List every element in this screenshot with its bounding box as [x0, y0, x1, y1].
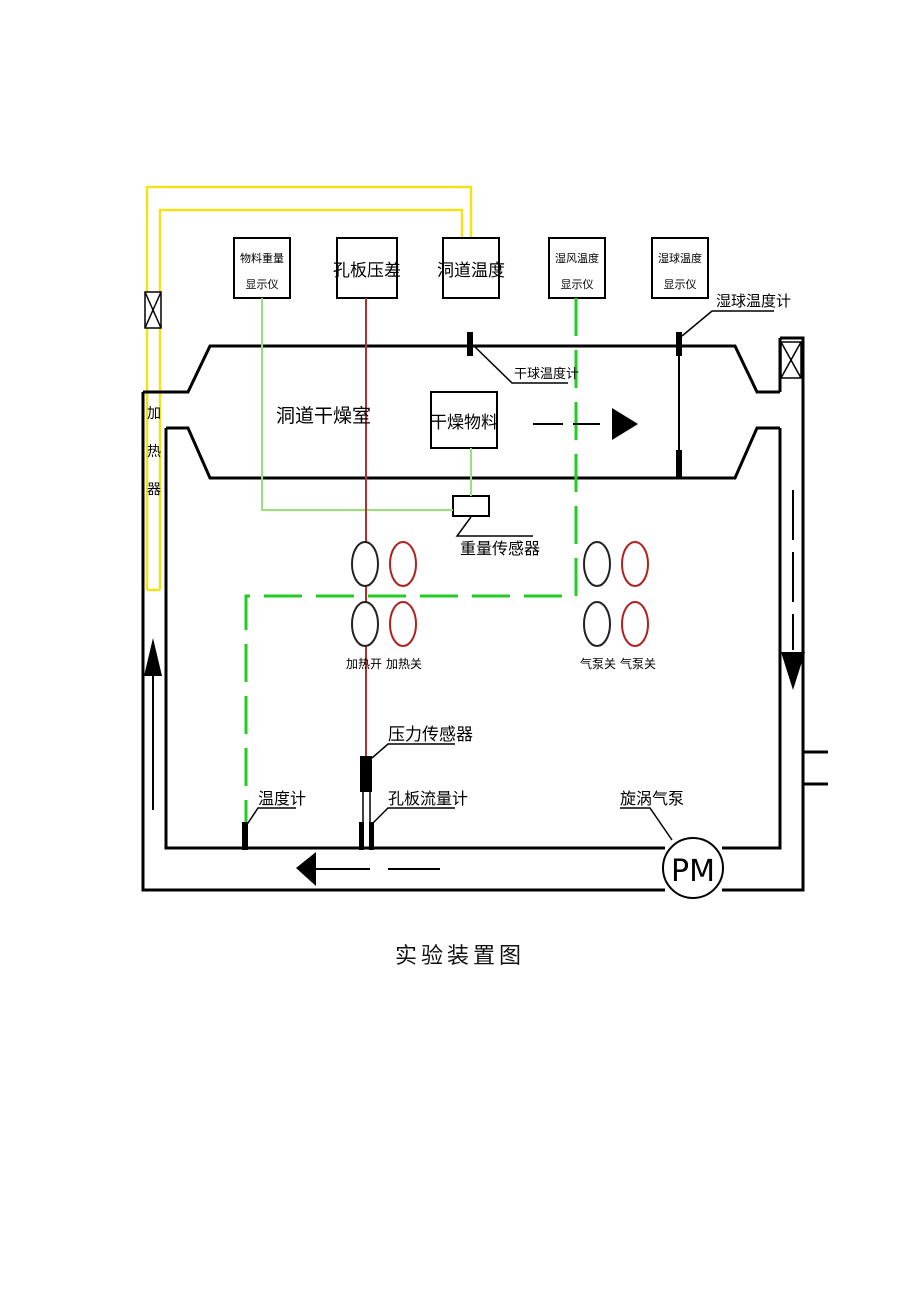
- thermometer-label: 温度计: [258, 789, 306, 808]
- wet-bulb-probe-bottom: [676, 450, 682, 478]
- figure-caption: 实验装置图: [394, 944, 525, 969]
- orifice-flowmeter-right: [369, 822, 374, 850]
- duct-temperature-label: 洞道温度: [437, 261, 505, 281]
- light-green-wire: [261, 298, 472, 511]
- heater-off-button-top[interactable]: [389, 541, 417, 587]
- vortex-pump-label: 旋涡气泵: [620, 789, 684, 808]
- weight-sensor-label: 重量传感器: [460, 539, 540, 558]
- orifice-flowmeter-left: [359, 822, 364, 850]
- wet-bulb-display-box: [651, 237, 709, 299]
- orifice-flowmeter-label: 孔板流量计: [388, 789, 468, 808]
- flow-arrow-right: [533, 408, 638, 440]
- pump-on-button-top[interactable]: [583, 541, 611, 587]
- valve-icon-right: [780, 341, 802, 379]
- wet-bulb-display-label-1: 湿球温度: [658, 251, 702, 265]
- heater-off-button[interactable]: [389, 601, 417, 647]
- drying-material-label: 干燥物料: [430, 413, 498, 433]
- dry-bulb-thermometer-label: 干球温度计: [514, 366, 579, 382]
- duct-temperature-box: [442, 237, 500, 299]
- yellow-wire: [145, 185, 473, 592]
- heater-on-button-top[interactable]: [351, 541, 379, 587]
- dry-bulb-display-label-1: 湿风温度: [555, 251, 599, 265]
- heater-off-label: 加热关: [386, 657, 422, 671]
- green-wire: [244, 298, 578, 822]
- pressure-sensor-block: [360, 756, 372, 792]
- pump-off-button[interactable]: [621, 601, 649, 647]
- orifice-pressure-box: [336, 237, 398, 299]
- duct-dryer-chamber-label: 洞道干燥室: [276, 405, 371, 427]
- heater-on-label: 加热开: [346, 657, 382, 671]
- weight-sensor-box: [452, 495, 490, 517]
- flow-arrow-down: [781, 490, 805, 690]
- drying-material-box: [430, 391, 498, 449]
- wet-bulb-probe-top: [676, 332, 682, 356]
- dry-bulb-display-label-2: 显示仪: [561, 278, 594, 291]
- orifice-pressure-label: 孔板压差: [333, 261, 401, 281]
- pressure-sensor-label: 压力传感器: [388, 725, 473, 745]
- pump-off-button-top[interactable]: [621, 541, 649, 587]
- flow-arrow-left: [296, 852, 440, 886]
- pump-off-label: 气泵关: [620, 656, 656, 671]
- pump-symbol-label: PM: [671, 854, 715, 889]
- wet-bulb-display-label-2: 显示仪: [664, 278, 697, 291]
- pump-on-label: 气泵关: [580, 656, 616, 671]
- heater-label: 加热器: [147, 406, 161, 498]
- heater-on-button[interactable]: [351, 601, 379, 647]
- duct-temperature-probe: [467, 332, 473, 356]
- dry-bulb-display-box: [548, 237, 606, 299]
- material-weight-display-label-2: 显示仪: [246, 278, 279, 291]
- pump-on-button[interactable]: [583, 601, 611, 647]
- valve-icon-left: [144, 291, 162, 329]
- vortex-pump-icon: [662, 837, 724, 899]
- thermometer-probe: [242, 822, 248, 850]
- flow-arrow-up: [144, 638, 162, 810]
- material-weight-display-label-1: 物料重量: [240, 251, 284, 265]
- wet-bulb-thermometer-label: 湿球温度计: [716, 292, 791, 310]
